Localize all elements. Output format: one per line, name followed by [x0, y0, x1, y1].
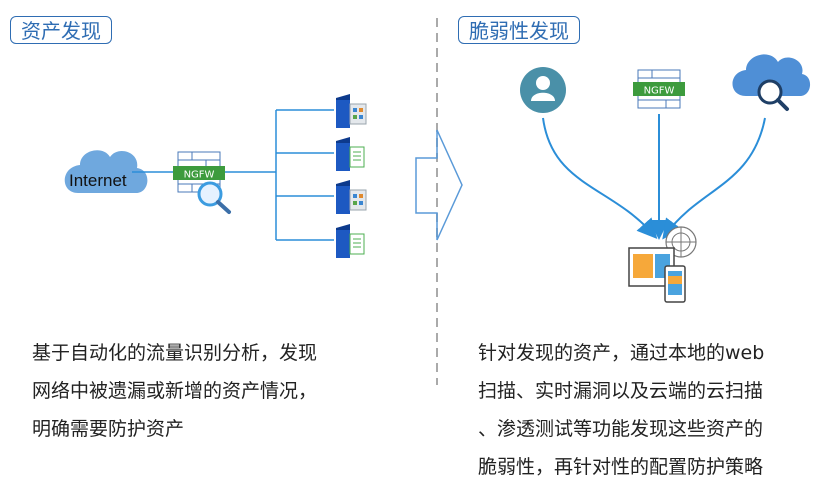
- magnifier-icon: [197, 181, 231, 214]
- server-tree-lines: [225, 109, 334, 241]
- vulnerability-scan-device-icon: [628, 226, 697, 303]
- user-icon: [520, 67, 566, 113]
- server-icon: [336, 224, 365, 258]
- description-line: 明确需要防护资产: [32, 418, 185, 440]
- server-icon: [336, 94, 367, 128]
- vulnerability-discovery-title: 脆弱性发现: [458, 16, 580, 44]
- description-line: 脆弱性，再针对性的配置防护策略: [478, 456, 764, 478]
- description-line: 网络中被遗漏或新增的资产情况，: [32, 380, 318, 402]
- description-line: 扫描、实时漏洞以及云端的云扫描: [478, 380, 764, 402]
- internet-label: Internet: [69, 171, 127, 190]
- vulnerability-discovery-description: 针对发现的资产，通过本地的web 扫描、实时漏洞以及云端的云扫描 、渗透测试等功…: [478, 334, 764, 486]
- description-line: 、渗透测试等功能发现这些资产的: [478, 418, 764, 440]
- server-icon: [336, 137, 365, 171]
- server-icon: [336, 180, 367, 214]
- asset-discovery-title: 资产发现: [10, 16, 112, 44]
- ngfw-firewall-icon: [633, 69, 685, 109]
- internet-cloud-icon: [64, 150, 148, 193]
- ngfw-label-right: NGFW: [644, 86, 675, 97]
- ngfw-label-left: NGFW: [184, 170, 215, 181]
- asset-discovery-description: 基于自动化的流量识别分析，发现 网络中被遗漏或新增的资产情况， 明确需要防护资产: [32, 334, 317, 448]
- description-line: 针对发现的资产，通过本地的web: [478, 342, 765, 364]
- transition-arrow-icon: [415, 129, 463, 241]
- converging-arrows: [542, 114, 766, 240]
- cloud-search-icon: [732, 54, 811, 111]
- description-line: 基于自动化的流量识别分析，发现: [32, 342, 318, 364]
